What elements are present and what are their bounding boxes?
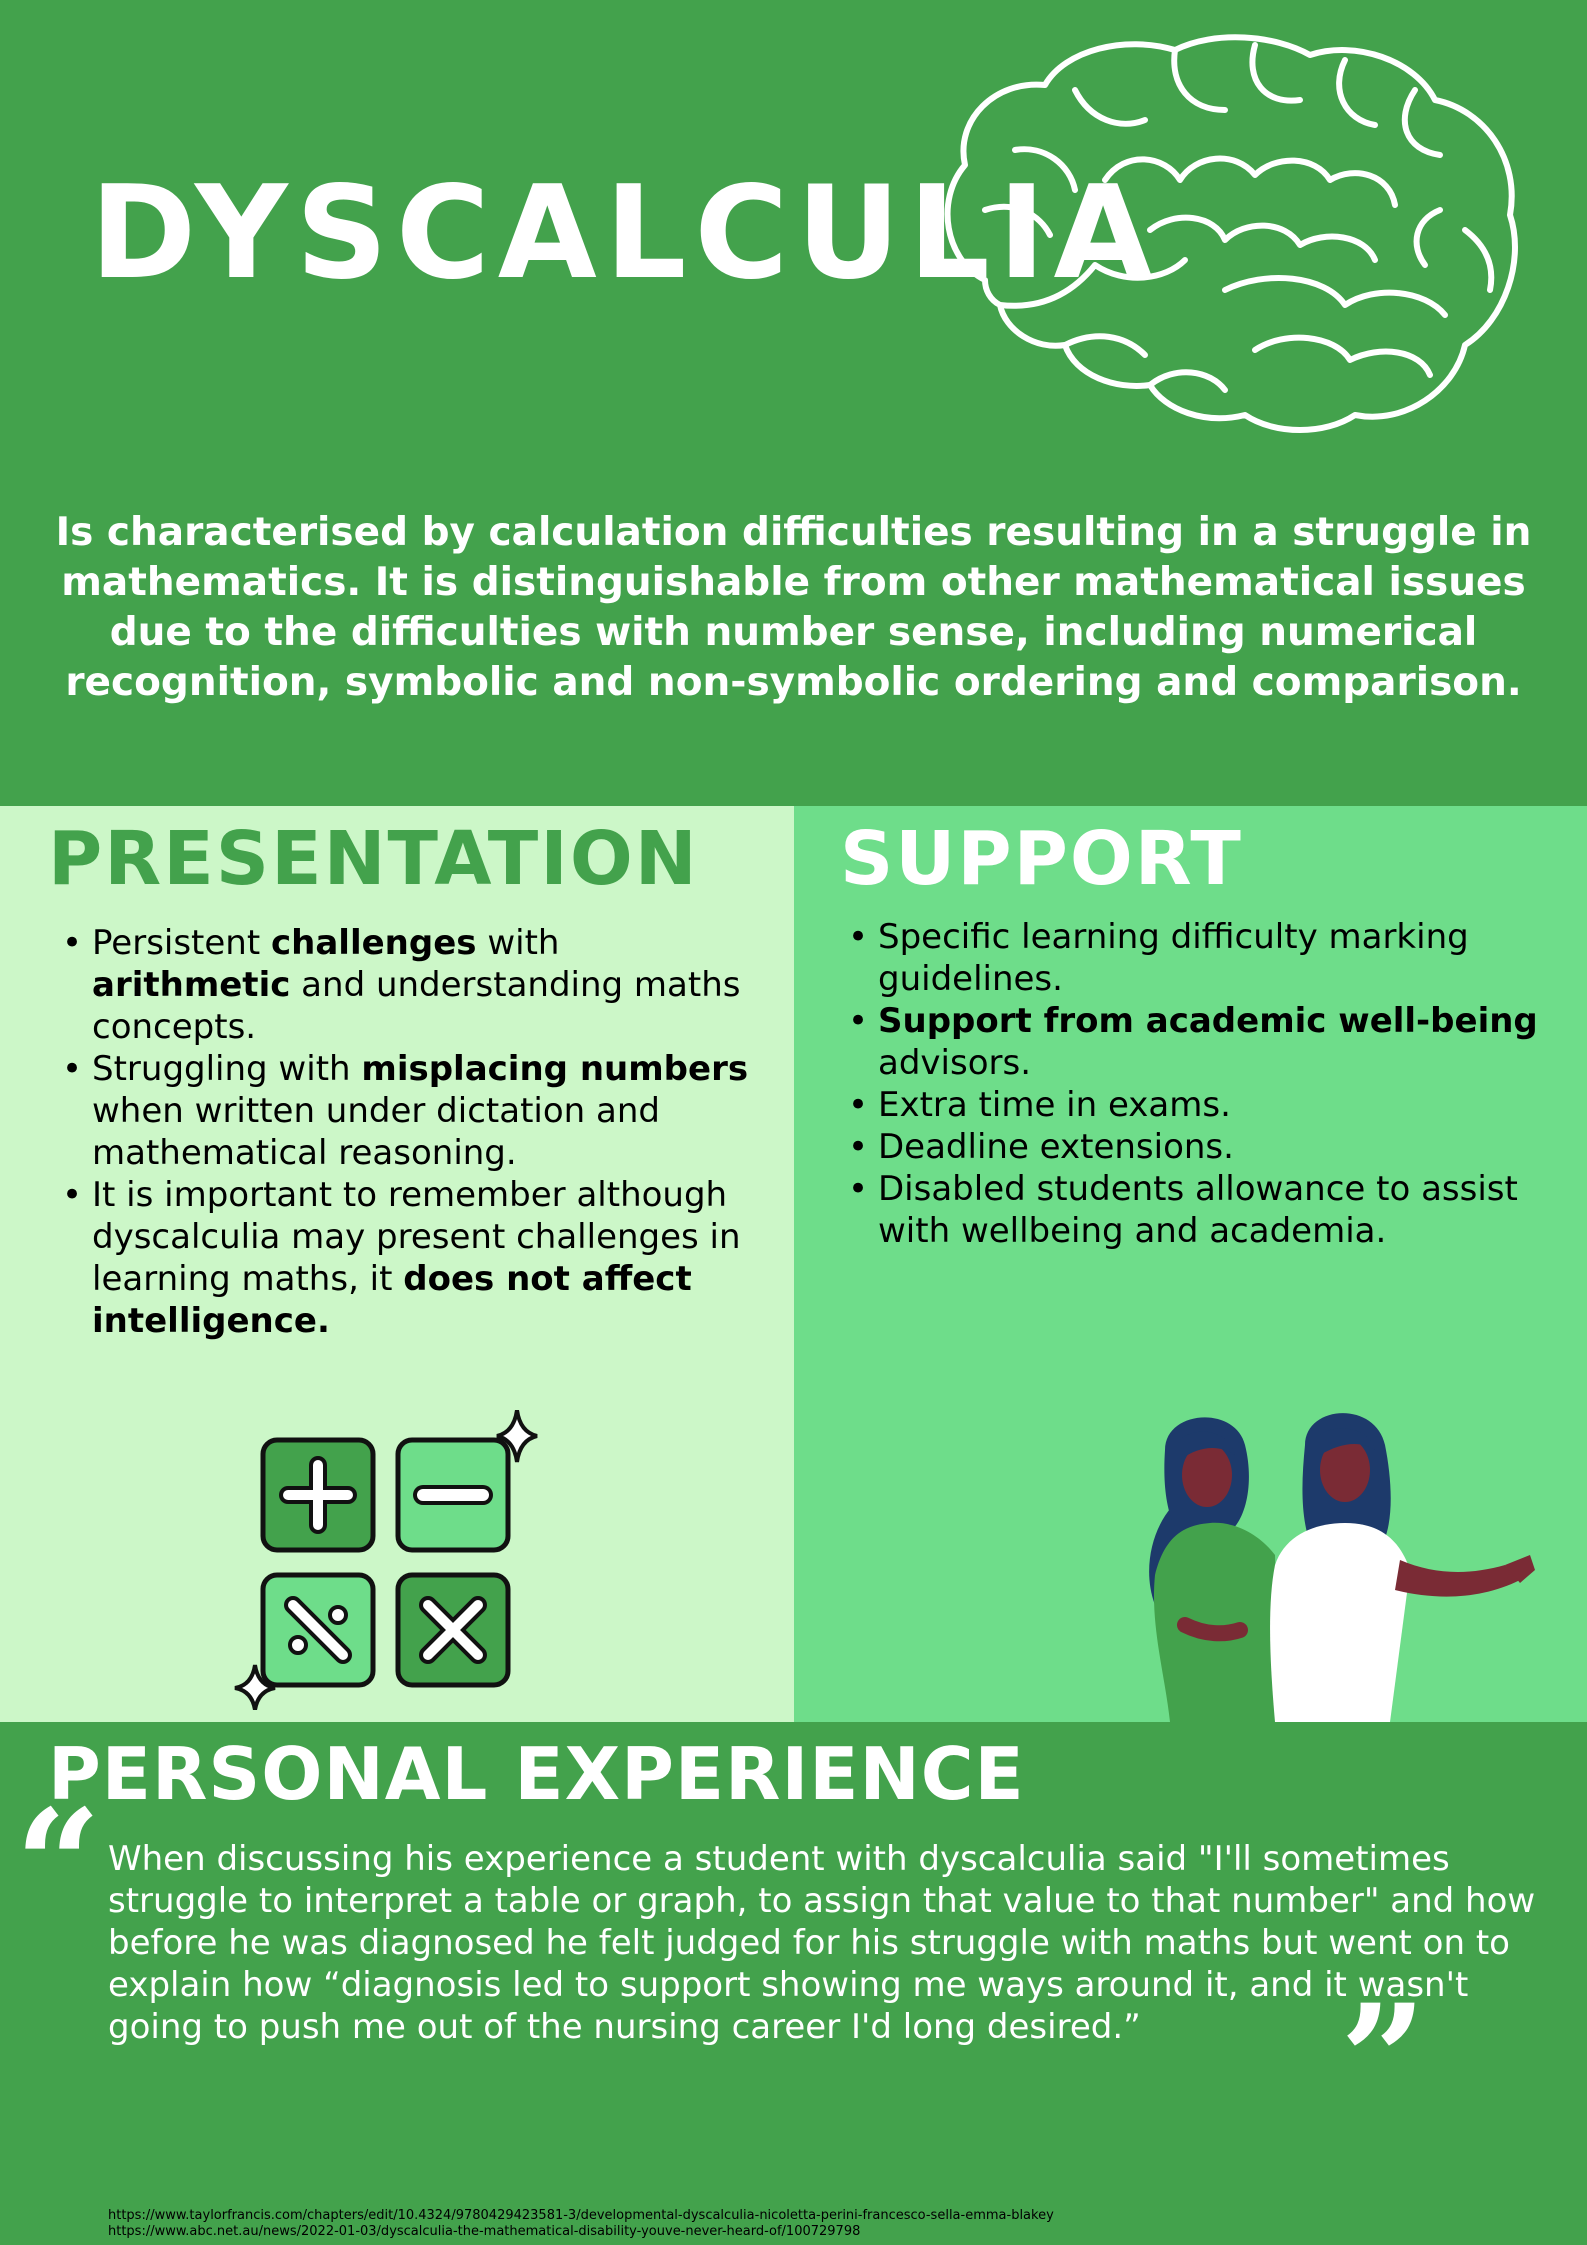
reference-link[interactable]: https://www.abc.net.au/news/2022-01-03/d… bbox=[108, 2224, 861, 2239]
brain-icon bbox=[944, 34, 1518, 433]
math-symbols-illustration bbox=[234, 1410, 538, 1710]
sparkle-icon bbox=[496, 1410, 538, 1463]
reference-link[interactable]: https://www.taylorfrancis.com/chapters/e… bbox=[108, 2208, 1054, 2223]
list-item: It is important to remember although dys… bbox=[62, 1174, 752, 1342]
minus-icon bbox=[395, 1437, 511, 1553]
plus-icon bbox=[260, 1437, 376, 1553]
list-item: Specific learning difficulty marking gui… bbox=[848, 916, 1538, 1000]
personal-experience-heading: PERSONAL EXPERIENCE bbox=[48, 1732, 1025, 1816]
percent-icon bbox=[260, 1572, 376, 1688]
intro-paragraph: Is characterised by calculation difficul… bbox=[55, 510, 1532, 705]
references: https://www.taylorfrancis.com/chapters/e… bbox=[108, 2208, 1054, 2240]
header-section bbox=[0, 0, 1587, 806]
support-heading: SUPPORT bbox=[840, 816, 1243, 902]
presentation-heading: PRESENTATION bbox=[48, 816, 699, 902]
sparkle-icon bbox=[234, 1664, 276, 1710]
list-item: Support from academic well-being advisor… bbox=[848, 1000, 1538, 1084]
open-quote-icon: “ bbox=[15, 1777, 102, 1953]
presentation-list: Persistent challenges with arithmetic an… bbox=[48, 922, 752, 1342]
list-item: Deadline extensions. bbox=[848, 1126, 1538, 1168]
list-item: Disabled students allowance to assist wi… bbox=[848, 1168, 1538, 1252]
close-quote-icon: ” bbox=[1340, 1972, 1427, 2148]
support-list: Specific learning difficulty marking gui… bbox=[834, 916, 1538, 1252]
personal-experience-text: When discussing his experience a student… bbox=[108, 1839, 1536, 2047]
list-item: Extra time in exams. bbox=[848, 1084, 1538, 1126]
list-item: Persistent challenges with arithmetic an… bbox=[62, 922, 752, 1048]
list-item: Struggling with misplacing numbers when … bbox=[62, 1048, 752, 1174]
multiply-icon bbox=[395, 1572, 511, 1688]
two-women-illustration bbox=[1149, 1413, 1535, 1722]
